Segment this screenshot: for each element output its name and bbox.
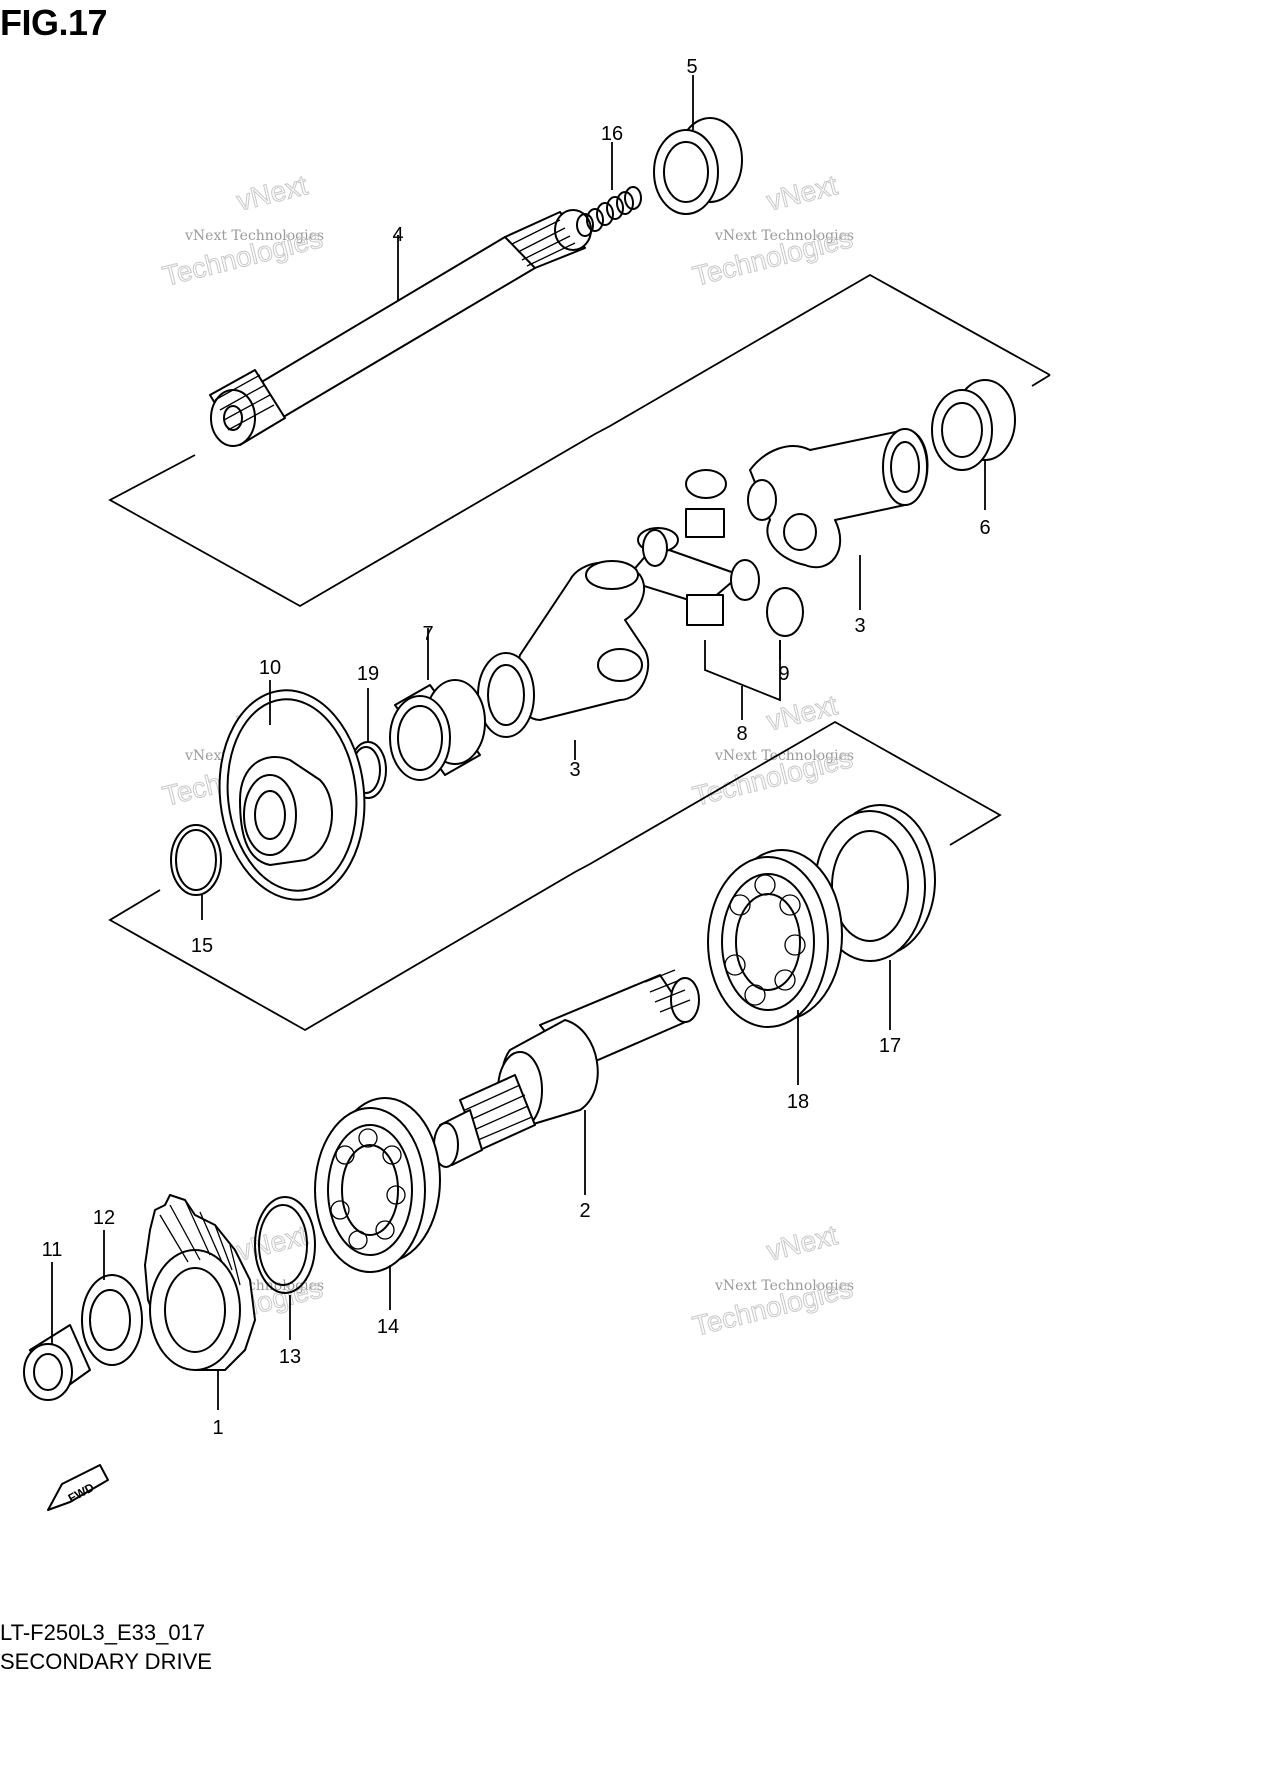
callout-17: 16 — [601, 123, 623, 145]
callout-16: 17 — [879, 1035, 901, 1057]
callout-13: 13 — [279, 1346, 301, 1368]
fwd-arrow-badge: FWD — [47, 1464, 109, 1511]
callout-labels: 5 16 4 6 3 7 19 10 9 8 3 15 17 18 2 12 1… — [42, 56, 991, 1439]
callout-14: 14 — [377, 1316, 399, 1338]
callout-8: 8 — [736, 723, 747, 745]
frame-tick — [1031, 374, 1051, 387]
watermark-logo-text: vNext — [764, 689, 841, 736]
callout-3-lower: 3 — [569, 759, 580, 781]
part-13-shim — [254, 1196, 316, 1294]
part-8-spider — [624, 508, 760, 626]
part-2-output-shaft — [433, 969, 700, 1168]
leader-lines — [51, 75, 986, 1410]
part-12-washer — [81, 1274, 143, 1366]
watermark-text: vNext Technologies — [714, 1278, 854, 1294]
callout-3-upper: 3 — [854, 615, 865, 637]
part-14-bearing — [314, 1097, 441, 1273]
part-7-bushing — [389, 679, 486, 781]
leader-8 — [704, 640, 781, 702]
callout-5: 5 — [686, 56, 697, 78]
callout-4: 4 — [392, 224, 403, 246]
part-15-o-ring — [170, 824, 222, 896]
watermark-text: vNext Technologies — [184, 228, 324, 244]
part-snap-ring-upper — [685, 469, 727, 499]
part-3-upper-yoke — [747, 428, 929, 569]
part-4-drive-shaft — [209, 209, 592, 447]
part-15-o-ring-inner — [175, 829, 217, 891]
lower-assembly-frame — [108, 720, 1002, 1032]
watermark-logo-text: vNext — [234, 1219, 311, 1266]
callout-9: 9 — [778, 663, 789, 685]
part-9-snap-ring — [766, 587, 804, 637]
watermark-logo-text: vNext — [234, 169, 311, 216]
callout-12: 12 — [93, 1207, 115, 1229]
part-11-nut — [23, 1324, 91, 1401]
part-17-spring — [576, 186, 642, 237]
watermark-logo-text: vNext — [764, 169, 841, 216]
upper-assembly-frame — [108, 273, 1051, 608]
part-13-shim-inner — [258, 1204, 308, 1286]
part-12-washer-inner — [89, 1289, 131, 1351]
part-3-lower-yoke — [477, 560, 650, 738]
part-1-bevel-gear — [144, 1194, 256, 1371]
watermark-text: vNext Technologies — [714, 228, 854, 244]
callout-19: 19 — [357, 663, 379, 685]
watermark-6: vNext vNext Technologies Technologies — [689, 1219, 856, 1343]
callout-11: 11 — [42, 1239, 63, 1261]
part-10-case-plate — [218, 689, 366, 901]
watermark-text: vNext Technologies — [714, 748, 854, 764]
fwd-label: FWD — [66, 1480, 97, 1505]
diagram-name: SECONDARY DRIVE — [0, 1649, 212, 1674]
callout-15: 15 — [191, 935, 213, 957]
part-18-bearing — [707, 849, 843, 1028]
callout-10: 10 — [259, 657, 281, 679]
watermark-1: vNext vNext Technologies Technologies — [159, 169, 326, 293]
part-5-boot — [653, 117, 743, 215]
watermark-4: vNext vNext Technologies Technologies — [689, 689, 856, 813]
diagram-code: LT-F250L3_E33_017 — [0, 1620, 206, 1645]
callout-7: 7 — [422, 623, 433, 645]
part-6-oil-seal — [931, 379, 1016, 471]
callout-2: 2 — [579, 1200, 590, 1222]
callout-18: 18 — [787, 1091, 809, 1113]
callout-6: 6 — [979, 517, 990, 539]
figure-title: FIG.17 — [0, 2, 108, 43]
watermark-logo-text: vNext — [764, 1219, 841, 1266]
callout-1: 1 — [212, 1417, 223, 1439]
